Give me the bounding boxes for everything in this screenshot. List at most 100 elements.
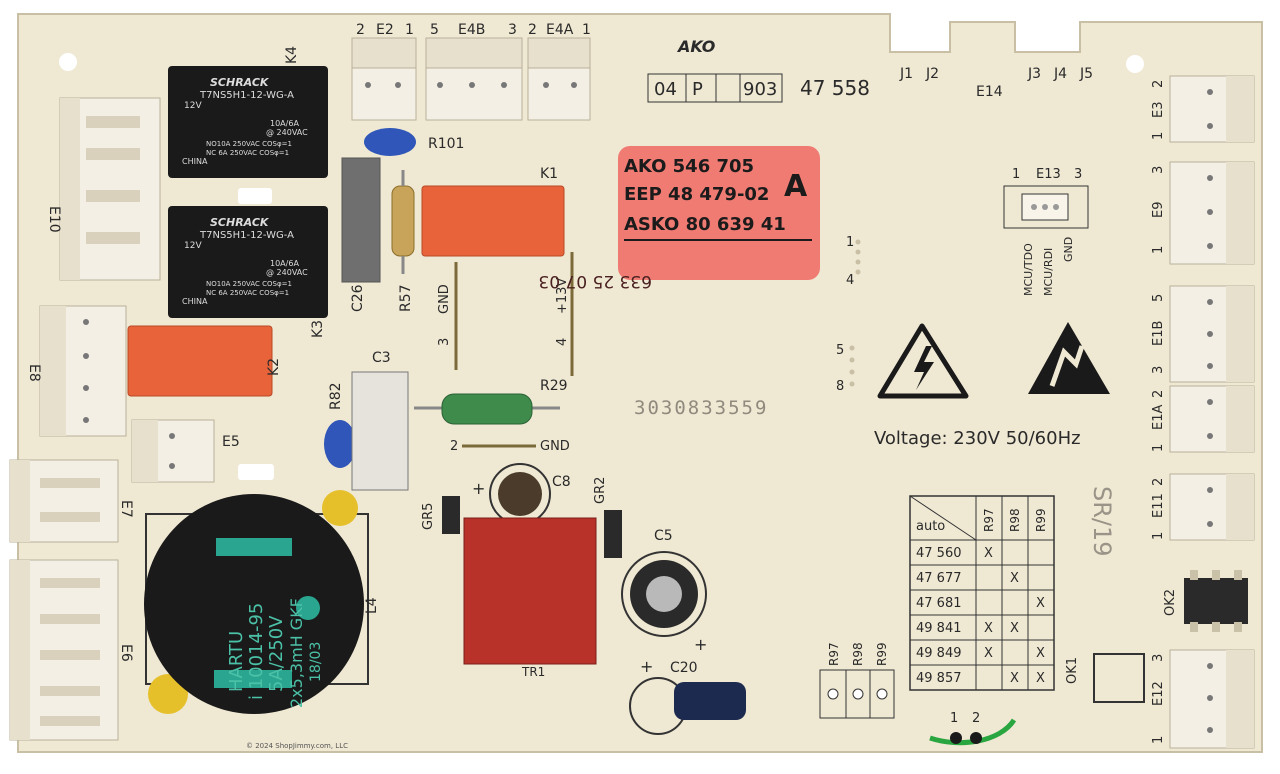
connector-e8: [39, 305, 127, 437]
label-gnd-2: GND: [540, 439, 570, 454]
label-e3: E3: [1151, 102, 1166, 119]
capacitor-r101: [364, 128, 416, 156]
label-13v: +13V: [555, 278, 570, 314]
label-c20: C20: [670, 660, 698, 676]
capacitor-c20: [674, 682, 746, 720]
label-mcu-rdi: MCU/RDI: [1042, 248, 1055, 296]
label-e13: E13: [1036, 167, 1061, 182]
label-line3: ASKO 80 639 41: [624, 214, 786, 235]
resistor-r29: [441, 393, 533, 425]
table-cell-mark: X: [984, 621, 993, 636]
relay-nc: NC 6A 250VAC COSφ=1: [206, 149, 289, 157]
relay-rating-2: @ 240VAC: [266, 128, 308, 137]
label-e8: E8: [26, 364, 42, 382]
label-k3: K3: [310, 320, 326, 338]
relay-k2: [127, 325, 273, 397]
svg-text:+: +: [472, 479, 485, 498]
svg-text:2: 2: [1151, 390, 1166, 398]
connector-e4b: [425, 37, 523, 121]
ako-logo: AKO: [676, 37, 716, 56]
label-e5: E5: [222, 434, 240, 450]
svg-text:3: 3: [1151, 654, 1166, 662]
svg-text:1: 1: [1151, 132, 1166, 140]
diode-gr2: [604, 510, 622, 558]
label-e9: E9: [1151, 202, 1166, 219]
label-gnd-mcu: GND: [1062, 237, 1075, 262]
relay-model: T7NS5H1-12-WG-A: [199, 230, 294, 241]
label-k2: K2: [266, 358, 282, 376]
white-pad: [238, 188, 272, 204]
serial-number: 3030833559: [634, 397, 768, 419]
choke-rating: 5A/250V: [266, 615, 287, 692]
svg-text:2: 2: [356, 22, 365, 38]
connector-e7: [9, 459, 119, 543]
svg-text:3: 3: [508, 22, 517, 38]
label-j4: J4: [1053, 66, 1067, 82]
optocoupler-ok1-footprint: [1093, 653, 1145, 703]
capacitor-r82: [324, 420, 356, 468]
label-j1: J1: [899, 66, 913, 82]
relay-brand: SCHRACK: [210, 76, 270, 89]
connector-e12: [1169, 649, 1255, 749]
table-cell-mark: X: [1010, 671, 1019, 686]
label-k4: K4: [284, 46, 300, 64]
relay-nc: NC 6A 250VAC COSφ=1: [206, 289, 289, 297]
relay-no: NO10A 250VAC COSφ=1: [206, 140, 292, 148]
code-box-3: 903: [743, 79, 777, 100]
svg-text:3: 3: [1151, 366, 1166, 374]
table-cell-mark: X: [1010, 571, 1019, 586]
label-e11: E11: [1151, 493, 1166, 518]
connector-e2: [351, 37, 417, 121]
label-line1: AKO 546 705: [624, 156, 754, 177]
choke-brand: HARTU: [226, 631, 247, 692]
label-e4a: E4A: [546, 22, 574, 38]
table-cell-mark: X: [1036, 646, 1045, 661]
choke-part: i 10014-95: [246, 603, 267, 700]
label-e4b: E4B: [458, 22, 485, 38]
label-l4: L4: [364, 597, 380, 614]
svg-text:4: 4: [846, 273, 854, 288]
svg-text:3: 3: [1151, 166, 1166, 174]
svg-text:1: 1: [405, 22, 414, 38]
table-row-code: 47 681: [916, 596, 962, 611]
pink-label: AKO 546 705 A EEP 48 479-02 ASKO 80 639 …: [538, 146, 820, 291]
table-col-header: R97: [982, 508, 996, 532]
label-stamp: 633 25 07 03: [538, 271, 652, 291]
svg-text:2: 2: [972, 711, 980, 726]
connector-e9: [1169, 161, 1255, 265]
relay-origin: CHINA: [182, 157, 208, 166]
label-c8: C8: [552, 474, 571, 490]
label-r57: R57: [398, 284, 414, 312]
label-r101: R101: [428, 136, 464, 152]
table-row-code: 49 841: [916, 621, 962, 636]
svg-text:5: 5: [1151, 294, 1166, 302]
code-boxes: 04 P 903: [647, 73, 783, 103]
svg-text:5: 5: [836, 343, 844, 358]
label-c26: C26: [350, 284, 366, 312]
optocoupler-ok2: [1184, 578, 1248, 624]
label-line2: EEP 48 479-02: [624, 184, 769, 205]
label-gr2: GR2: [593, 477, 608, 504]
label-e10: E10: [46, 206, 62, 233]
svg-text:1: 1: [1151, 736, 1166, 744]
label-ok2: OK2: [1163, 589, 1178, 616]
svg-text:2: 2: [528, 22, 537, 38]
svg-text:1: 1: [1151, 246, 1166, 254]
svg-text:8: 8: [836, 379, 844, 394]
relay-rating: 10A/6A: [270, 119, 299, 128]
label-e1b: E1B: [1151, 321, 1166, 346]
jumper-pad-label: R98: [851, 642, 865, 666]
high-voltage-warning-icon: [877, 323, 969, 399]
relay-coil: 12V: [184, 101, 202, 111]
connector-e10: [59, 97, 161, 281]
transformer-tr1: [463, 517, 597, 665]
label-ok1: OK1: [1065, 657, 1080, 684]
svg-text:+: +: [694, 635, 707, 654]
relay-no: NO10A 250VAC COSφ=1: [206, 280, 292, 288]
table-col-header: R99: [1034, 508, 1048, 532]
relay-k4: SCHRACK T7NS5H1-12-WG-A 12V 10A/6A @ 240…: [168, 66, 328, 178]
svg-text:1: 1: [1012, 167, 1020, 182]
